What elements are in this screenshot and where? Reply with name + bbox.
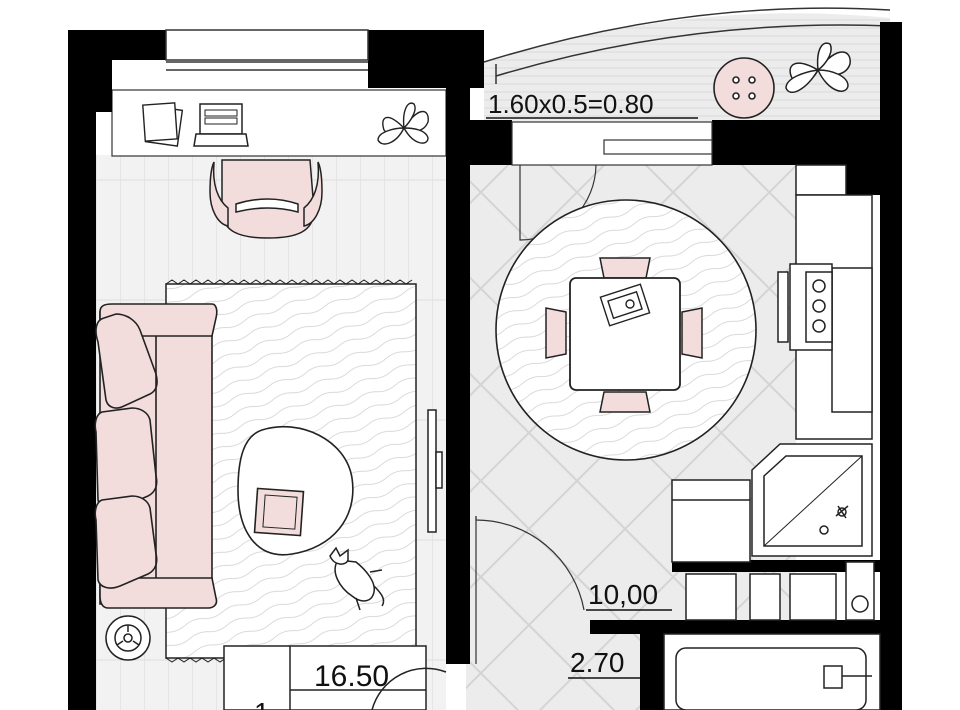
cat-icon (329, 546, 385, 611)
partial-room-label: 1 (254, 697, 270, 710)
wall-partition (446, 30, 470, 664)
stool-icon (713, 57, 775, 119)
dining-chairs (545, 257, 703, 413)
wall-bath-left (640, 634, 664, 710)
balcony-floor (484, 13, 890, 122)
wall-kitchen-bath (590, 620, 880, 634)
tablet-icon (599, 283, 651, 327)
coffee-table (237, 425, 354, 556)
armchair-icon (209, 159, 323, 239)
kitchen-door-swing (475, 516, 585, 611)
dining-table (569, 277, 681, 391)
wardrobe (223, 645, 447, 710)
robot-vacuum-icon (105, 615, 151, 661)
paper-icon (142, 102, 184, 147)
wall-right-step (845, 120, 902, 195)
wall-balcony-left (470, 120, 512, 165)
living-area-label: 16.50 (314, 660, 389, 693)
wall-top-left-step (68, 30, 112, 112)
balcony-rail-outer (483, 7, 891, 63)
kitchen-counter (777, 164, 873, 440)
utility-box (685, 561, 875, 621)
balcony-rail-inner (495, 24, 891, 77)
plant-icon (377, 102, 429, 145)
kitchen-area-label: 10,00 (588, 579, 658, 610)
laptop-icon (193, 103, 249, 147)
walls (68, 22, 902, 710)
wall-wc-top (672, 560, 880, 572)
balcony (483, 7, 891, 122)
hall-area-label: 2.70 (570, 647, 625, 678)
plant-icon (785, 42, 851, 93)
sofa-icon (94, 303, 218, 609)
wall-left (68, 30, 96, 710)
bathtub-icon (663, 633, 881, 710)
shower-icon (751, 443, 873, 557)
cabinet (671, 479, 751, 563)
stove-icon (777, 263, 833, 351)
tv-icon (427, 409, 443, 533)
balcony-area-label: 1.60x0.5=0.80 (488, 89, 654, 119)
living-window (165, 29, 369, 71)
kitchen-balcony-door (511, 121, 713, 241)
